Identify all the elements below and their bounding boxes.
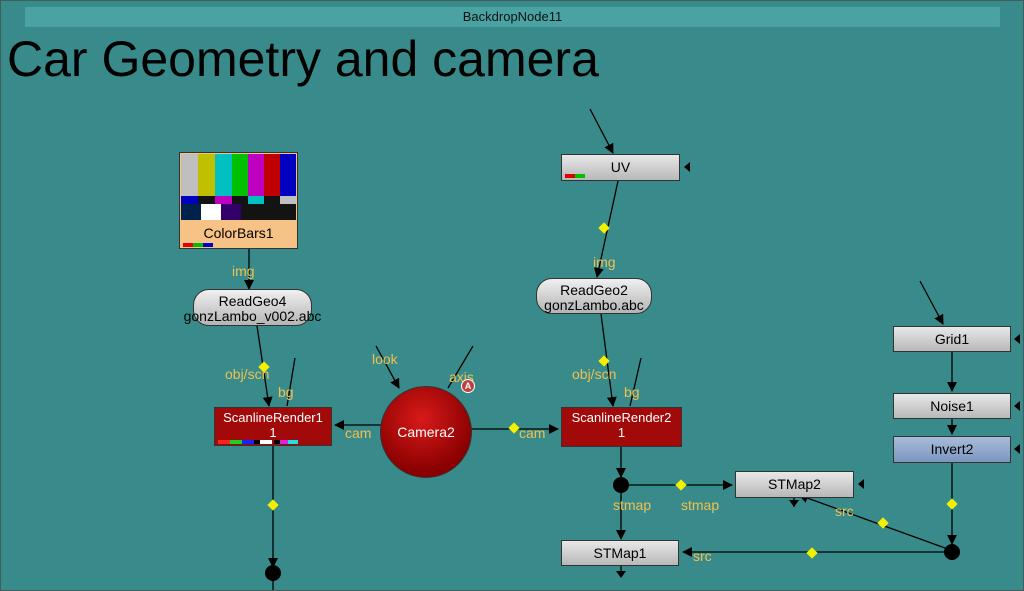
wire-dot-stmap2-src <box>798 493 946 549</box>
pin-label-stmap: stmap <box>681 497 720 513</box>
wire-dot-cam-2 <box>508 422 520 434</box>
grid1-node[interactable]: Grid1 <box>893 326 1011 352</box>
readgeo4-file: gonzLambo_v002.abc <box>183 308 322 324</box>
stmap1-output-arrow <box>616 571 626 578</box>
noise1-node[interactable]: Noise1 <box>893 393 1011 419</box>
grid1-mask-arrow-icon[interactable] <box>1014 334 1020 344</box>
wire-dot-invert-out <box>946 498 958 510</box>
readgeo4-name: ReadGeo4 <box>218 293 287 309</box>
pin-label-look: look <box>372 351 398 367</box>
stmap1-node[interactable]: STMap1 <box>561 540 679 566</box>
axis-badge-icon: A <box>461 379 475 393</box>
backdrop-label: Car Geometry and camera <box>7 31 599 87</box>
scanlinerender1-name: ScanlineRender1 <box>223 410 323 425</box>
readgeo2-name: ReadGeo2 <box>560 282 628 298</box>
invert2-mask-arrow-icon[interactable] <box>1014 444 1020 454</box>
pin-label-src: src <box>693 548 712 564</box>
noise1-mask-arrow-icon[interactable] <box>1014 401 1020 411</box>
pin-label-bg: bg <box>278 384 294 400</box>
pin-label-obj-scn: obj/scn <box>225 366 270 382</box>
wire-dot-src-stmap2 <box>877 517 889 529</box>
pin-label-stmap: stmap <box>613 497 652 513</box>
wire-dot-objscn-2 <box>598 355 610 367</box>
pin-label-src: src <box>835 503 854 519</box>
colorbars-label: ColorBars1 <box>203 225 274 241</box>
stmap2-node[interactable]: STMap2 <box>735 471 854 498</box>
wire-bg-scanline2 <box>629 357 642 407</box>
wire-dot-uv <box>598 222 610 234</box>
colorbars-thumbnail <box>181 154 296 220</box>
scanlinerender2-frame: 1 <box>617 425 626 440</box>
wire-dot-src-stmap1 <box>806 547 818 559</box>
pin-label-cam: cam <box>519 425 546 441</box>
pin-label-img: img <box>232 263 255 279</box>
stmap2-mask-arrow-icon[interactable] <box>858 479 864 489</box>
readgeo4-node[interactable]: ReadGeo4 gonzLambo_v002.abc <box>184 289 321 326</box>
dot-node-scanline2 <box>613 477 629 493</box>
wire-grid-input <box>919 280 944 325</box>
colorbars-node[interactable]: ColorBars1 <box>179 152 298 249</box>
dot-node-invert <box>944 544 960 560</box>
wire-dot-objscn-1 <box>258 361 270 373</box>
wire-dot-scanline1-out <box>267 499 279 511</box>
wire-bg-scanline1 <box>286 357 296 407</box>
uv-label: UV <box>610 159 631 175</box>
invert2-node[interactable]: Invert2 <box>893 436 1011 463</box>
wire-uv-input <box>589 108 614 154</box>
scanlinerender2-node[interactable]: ScanlineRender2 1 <box>561 407 682 447</box>
scanlinerender1-frame: 1 <box>269 425 277 440</box>
uv-node[interactable]: UV <box>561 154 680 181</box>
wire-dot-stmap <box>675 479 687 491</box>
wire-look-camera <box>375 345 400 389</box>
pin-label-bg: bg <box>624 384 640 400</box>
scanlinerender2-name: ScanlineRender2 <box>571 410 672 425</box>
pin-label-obj-scn: obj/scn <box>572 366 617 382</box>
pin-label-img: img <box>593 254 616 270</box>
pin-label-cam: cam <box>345 425 372 441</box>
readgeo2-file: gonzLambo.abc <box>544 297 644 313</box>
wire-axis-camera <box>447 345 474 389</box>
uv-input-arrow-icon[interactable] <box>684 162 690 172</box>
scanlinerender1-node[interactable]: ScanlineRender1 1 <box>214 407 332 446</box>
backdrop-title-bar[interactable]: BackdropNode11 <box>25 7 1000 27</box>
dot-node-scanline1 <box>265 565 281 581</box>
stmap2-output-arrow <box>789 500 799 507</box>
camera2-node[interactable]: Camera2 <box>380 386 472 478</box>
readgeo2-node[interactable]: ReadGeo2 gonzLambo.abc <box>536 278 652 314</box>
